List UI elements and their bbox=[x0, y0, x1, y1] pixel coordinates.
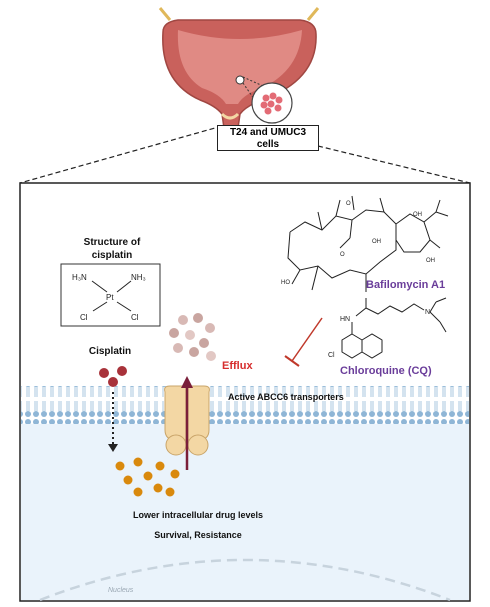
nucleus-boundary bbox=[39, 558, 451, 602]
lower-levels-label: Lower intracellular drug levels bbox=[133, 510, 263, 520]
intracellular-drug-molecules bbox=[115, 457, 180, 497]
baf-atom-oh2: OH bbox=[372, 239, 381, 245]
cisplatin-structure: Structure of cisplatin H₃N NH₃ Pt Cl Cl bbox=[60, 237, 161, 327]
cell-membrane bbox=[21, 386, 469, 424]
baf-atom-o1: O bbox=[346, 201, 351, 207]
cisplatin-label: Cisplatin bbox=[89, 346, 131, 357]
structure-title-line1: Structure of bbox=[84, 237, 141, 248]
uptake-arrowhead bbox=[108, 444, 118, 452]
structure-title-line2: cisplatin bbox=[92, 250, 133, 261]
cell-label-line2: cells bbox=[256, 139, 280, 150]
nucleus-label: Nucleus bbox=[108, 587, 134, 594]
cq-atom-hn: HN bbox=[340, 316, 350, 323]
chloroquine-structure bbox=[341, 297, 447, 359]
chloroquine-label: Chloroquine (CQ) bbox=[340, 365, 432, 377]
survival-label: Survival, Resistance bbox=[154, 530, 242, 540]
cell-line-label: T24 and UMUC3 cells bbox=[217, 125, 319, 151]
efflux-label: Efflux bbox=[222, 360, 253, 372]
cytoplasm bbox=[21, 424, 469, 600]
atom-h3n: H₃N bbox=[72, 273, 87, 282]
baf-atom-o2: O bbox=[340, 252, 345, 258]
atom-cl-right: Cl bbox=[131, 313, 139, 322]
cell-zoom-callout bbox=[235, 75, 293, 124]
cisplatin-molecules bbox=[99, 366, 127, 387]
zoom-line-right bbox=[317, 145, 471, 184]
cq-atom-cl: Cl bbox=[328, 352, 335, 359]
efflux-arrowhead bbox=[181, 376, 193, 388]
effluxed-drug-molecules bbox=[169, 313, 216, 361]
inhibition-bar bbox=[284, 355, 300, 367]
atom-nh3: NH₃ bbox=[131, 273, 146, 282]
baf-atom-oh3: OH bbox=[426, 258, 435, 264]
baf-atom-ho: HO bbox=[281, 280, 290, 286]
bafilomycin-structure bbox=[287, 195, 449, 292]
transporters-label: Active ABCC6 transporters bbox=[228, 392, 344, 402]
cell-label-line1: T24 and UMUC3 bbox=[229, 127, 307, 138]
atom-cl-left: Cl bbox=[80, 313, 88, 322]
inhibition-line bbox=[291, 317, 323, 362]
cq-atom-n: N bbox=[425, 309, 430, 316]
bladder-illustration bbox=[158, 7, 320, 129]
abcc6-transporter bbox=[164, 385, 210, 456]
atom-pt: Pt bbox=[106, 293, 114, 302]
zoom-line-left bbox=[19, 125, 223, 184]
baf-atom-oh1: OH bbox=[413, 212, 422, 218]
bafilomycin-label: Bafilomycin A1 bbox=[366, 279, 445, 291]
